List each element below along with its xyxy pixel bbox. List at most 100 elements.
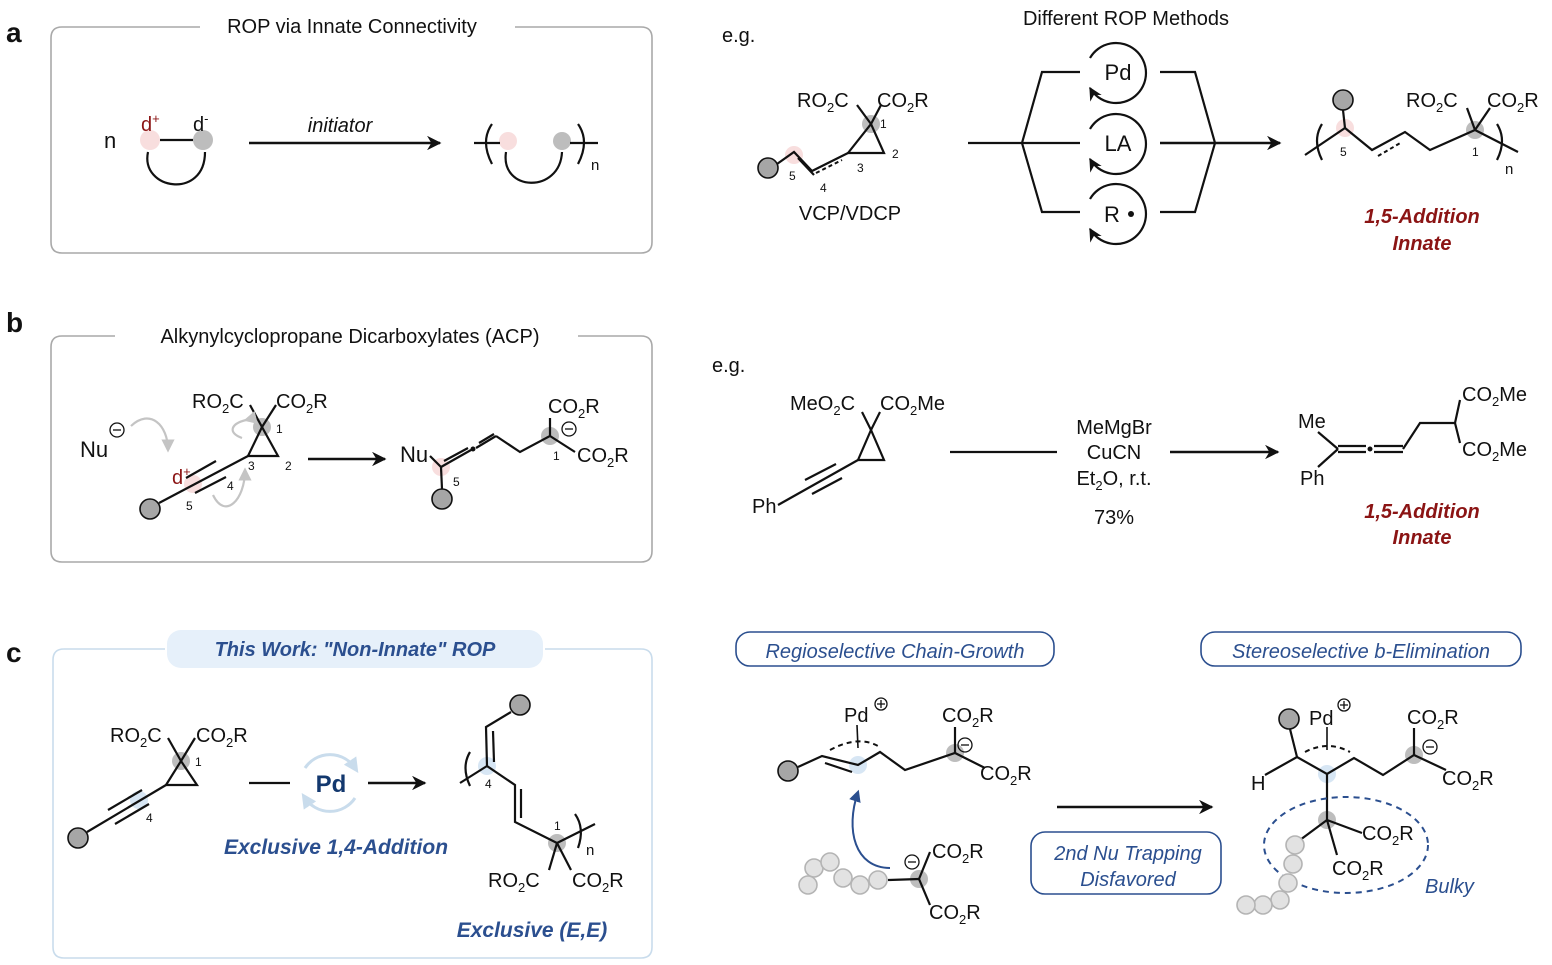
vcp-left-ester: RO2C [797, 90, 849, 115]
prod-pos-1: 1 [1472, 145, 1479, 159]
method-pd: Pd [1089, 41, 1147, 105]
example-right-ester: CO2Me [880, 393, 945, 418]
pos-5: 5 [789, 169, 796, 183]
monomer-count-n: n [104, 128, 116, 153]
trapping-line2: Disfavored [1080, 869, 1176, 891]
panel-b-example: e.g. MeO2C CO2Me Ph MeMgBr CuCN Et2O, r.… [712, 355, 1527, 549]
radical-dot [1128, 211, 1134, 217]
example-yield: 73% [1094, 507, 1134, 529]
mech-right-title-box [1200, 631, 1522, 667]
delta-plus-label: d+ [141, 111, 160, 136]
panel-a-example: e.g. Different ROP Methods RO2C CO2R 1 2… [722, 8, 1539, 255]
c-pos-4: 4 [146, 811, 153, 825]
vcp-right-ester: CO2R [877, 90, 929, 115]
method-radical-label: R [1104, 202, 1120, 227]
prod-repeat-n: n [1505, 161, 1513, 178]
panel-c-title-pill [167, 630, 543, 668]
method-la: LA [1089, 112, 1147, 176]
outcome-b-line2: Innate [1393, 527, 1452, 549]
bulky-ester-2: CO2R [1332, 858, 1384, 883]
steric-bulk-ellipse [1263, 796, 1429, 894]
panel-letter-a: a [6, 17, 22, 48]
c-reactant-left-ester: RO2C [110, 725, 162, 750]
example-aryl: Ph [752, 496, 776, 518]
polymer-chain-beads-right [1236, 835, 1305, 915]
addition-label: Exclusive 1,4-Addition [224, 836, 448, 859]
bulky-ester-1: CO2R [1362, 823, 1414, 848]
panel-a-box [50, 26, 653, 254]
panel-c-box [52, 648, 653, 959]
vcp-name: VCP/VDCP [799, 203, 901, 225]
pd-cation-right: Pd [1309, 708, 1333, 730]
hydrogen-label: H [1251, 773, 1265, 795]
product-b-nu: Nu [400, 442, 428, 467]
electrophilic-site [140, 130, 160, 150]
panel-letter-b: b [6, 307, 23, 338]
nu-top-ester: CO2R [932, 841, 984, 866]
eg-label-b: e.g. [712, 355, 745, 377]
c-prod-pos-1: 1 [554, 819, 561, 833]
pd-cation-left: Pd [844, 705, 868, 727]
panel-letter-c: c [6, 637, 22, 668]
initiator-label: initiator [308, 115, 374, 137]
method-la-label: LA [1105, 131, 1132, 156]
minus-charge-icon [957, 737, 973, 753]
right-top-ester: CO2R [1407, 707, 1459, 732]
acp-pos-4: 4 [227, 479, 234, 493]
polymer-chain-beads-left [798, 852, 888, 895]
prod-b-pos-5: 5 [453, 475, 460, 489]
product-bottom-ester: CO2Me [1462, 439, 1527, 464]
right-bottom-ester: CO2R [1442, 768, 1494, 793]
panel-b: b Alkynylcyclopropane Dicarboxylates (AC… [6, 307, 653, 563]
plus-charge-icon [874, 697, 888, 711]
nu-bottom-ester: CO2R [929, 902, 981, 927]
product-a-right-ester: CO2R [1487, 90, 1539, 115]
eg-label-a: e.g. [722, 25, 755, 47]
panel-c-title: This Work: "Non-Innate" ROP [215, 639, 496, 661]
pd-catalyst-cycle-icon [301, 753, 359, 813]
mech-left-title: Regioselective Chain-Growth [765, 641, 1024, 663]
outcome-b-line1: 1,5-Addition [1364, 501, 1480, 523]
acp-pos-1: 1 [276, 422, 283, 436]
acp-right-ester: CO2R [276, 391, 328, 416]
anion-charge-icon [561, 421, 577, 437]
c-prod-pos-4: 4 [485, 777, 492, 791]
method-pd-label: Pd [1105, 60, 1132, 85]
left-top-ester: CO2R [942, 705, 994, 730]
c-reactant-right-ester: CO2R [196, 725, 248, 750]
stereo-label: Exclusive (E,E) [457, 919, 608, 942]
bulky-label: Bulky [1425, 876, 1475, 898]
prod-b-pos-1: 1 [553, 449, 560, 463]
substituent-ball [757, 157, 779, 179]
acp-pos-5: 5 [186, 499, 193, 513]
panel-b-title: Alkynylcyclopropane Dicarboxylates (ACP) [160, 326, 539, 348]
methods-title: Different ROP Methods [1023, 8, 1229, 30]
mech-right-title: Stereoselective b-Elimination [1232, 641, 1490, 663]
product-b-bottom-ester: CO2R [577, 445, 629, 470]
product-ph: Ph [1300, 468, 1324, 490]
product-me: Me [1298, 411, 1326, 433]
ring-tether [146, 151, 207, 186]
product-b-top-ester: CO2R [548, 396, 600, 421]
pos-2: 2 [892, 147, 899, 161]
condition-solvent: Et2O, r.t. [1076, 468, 1151, 493]
catalyst-label: Pd [316, 771, 347, 798]
panel-b-box [50, 335, 653, 563]
pos-1: 1 [880, 117, 887, 131]
condition-catalyst: CuCN [1087, 442, 1141, 464]
example-left-ester: MeO2C [790, 393, 855, 418]
c-pos-1: 1 [195, 755, 202, 769]
outcome-a-line2: Innate [1393, 233, 1452, 255]
panel-a: a ROP via Innate Connectivity n d+ d- in… [6, 16, 653, 254]
panel-a-title: ROP via Innate Connectivity [227, 16, 477, 38]
nucleophile-attack-arrow [849, 789, 891, 869]
nucleophile-label: Nu [80, 437, 108, 462]
method-radical: R [1089, 182, 1147, 246]
acp-delta-plus: d+ [172, 464, 191, 489]
product-a-left-ester: RO2C [1406, 90, 1458, 115]
c-product-right-ester: CO2R [572, 870, 624, 895]
pos-4: 4 [820, 181, 827, 195]
polymer-repeat-n: n [591, 157, 599, 174]
ring-open-arrow [231, 411, 258, 440]
